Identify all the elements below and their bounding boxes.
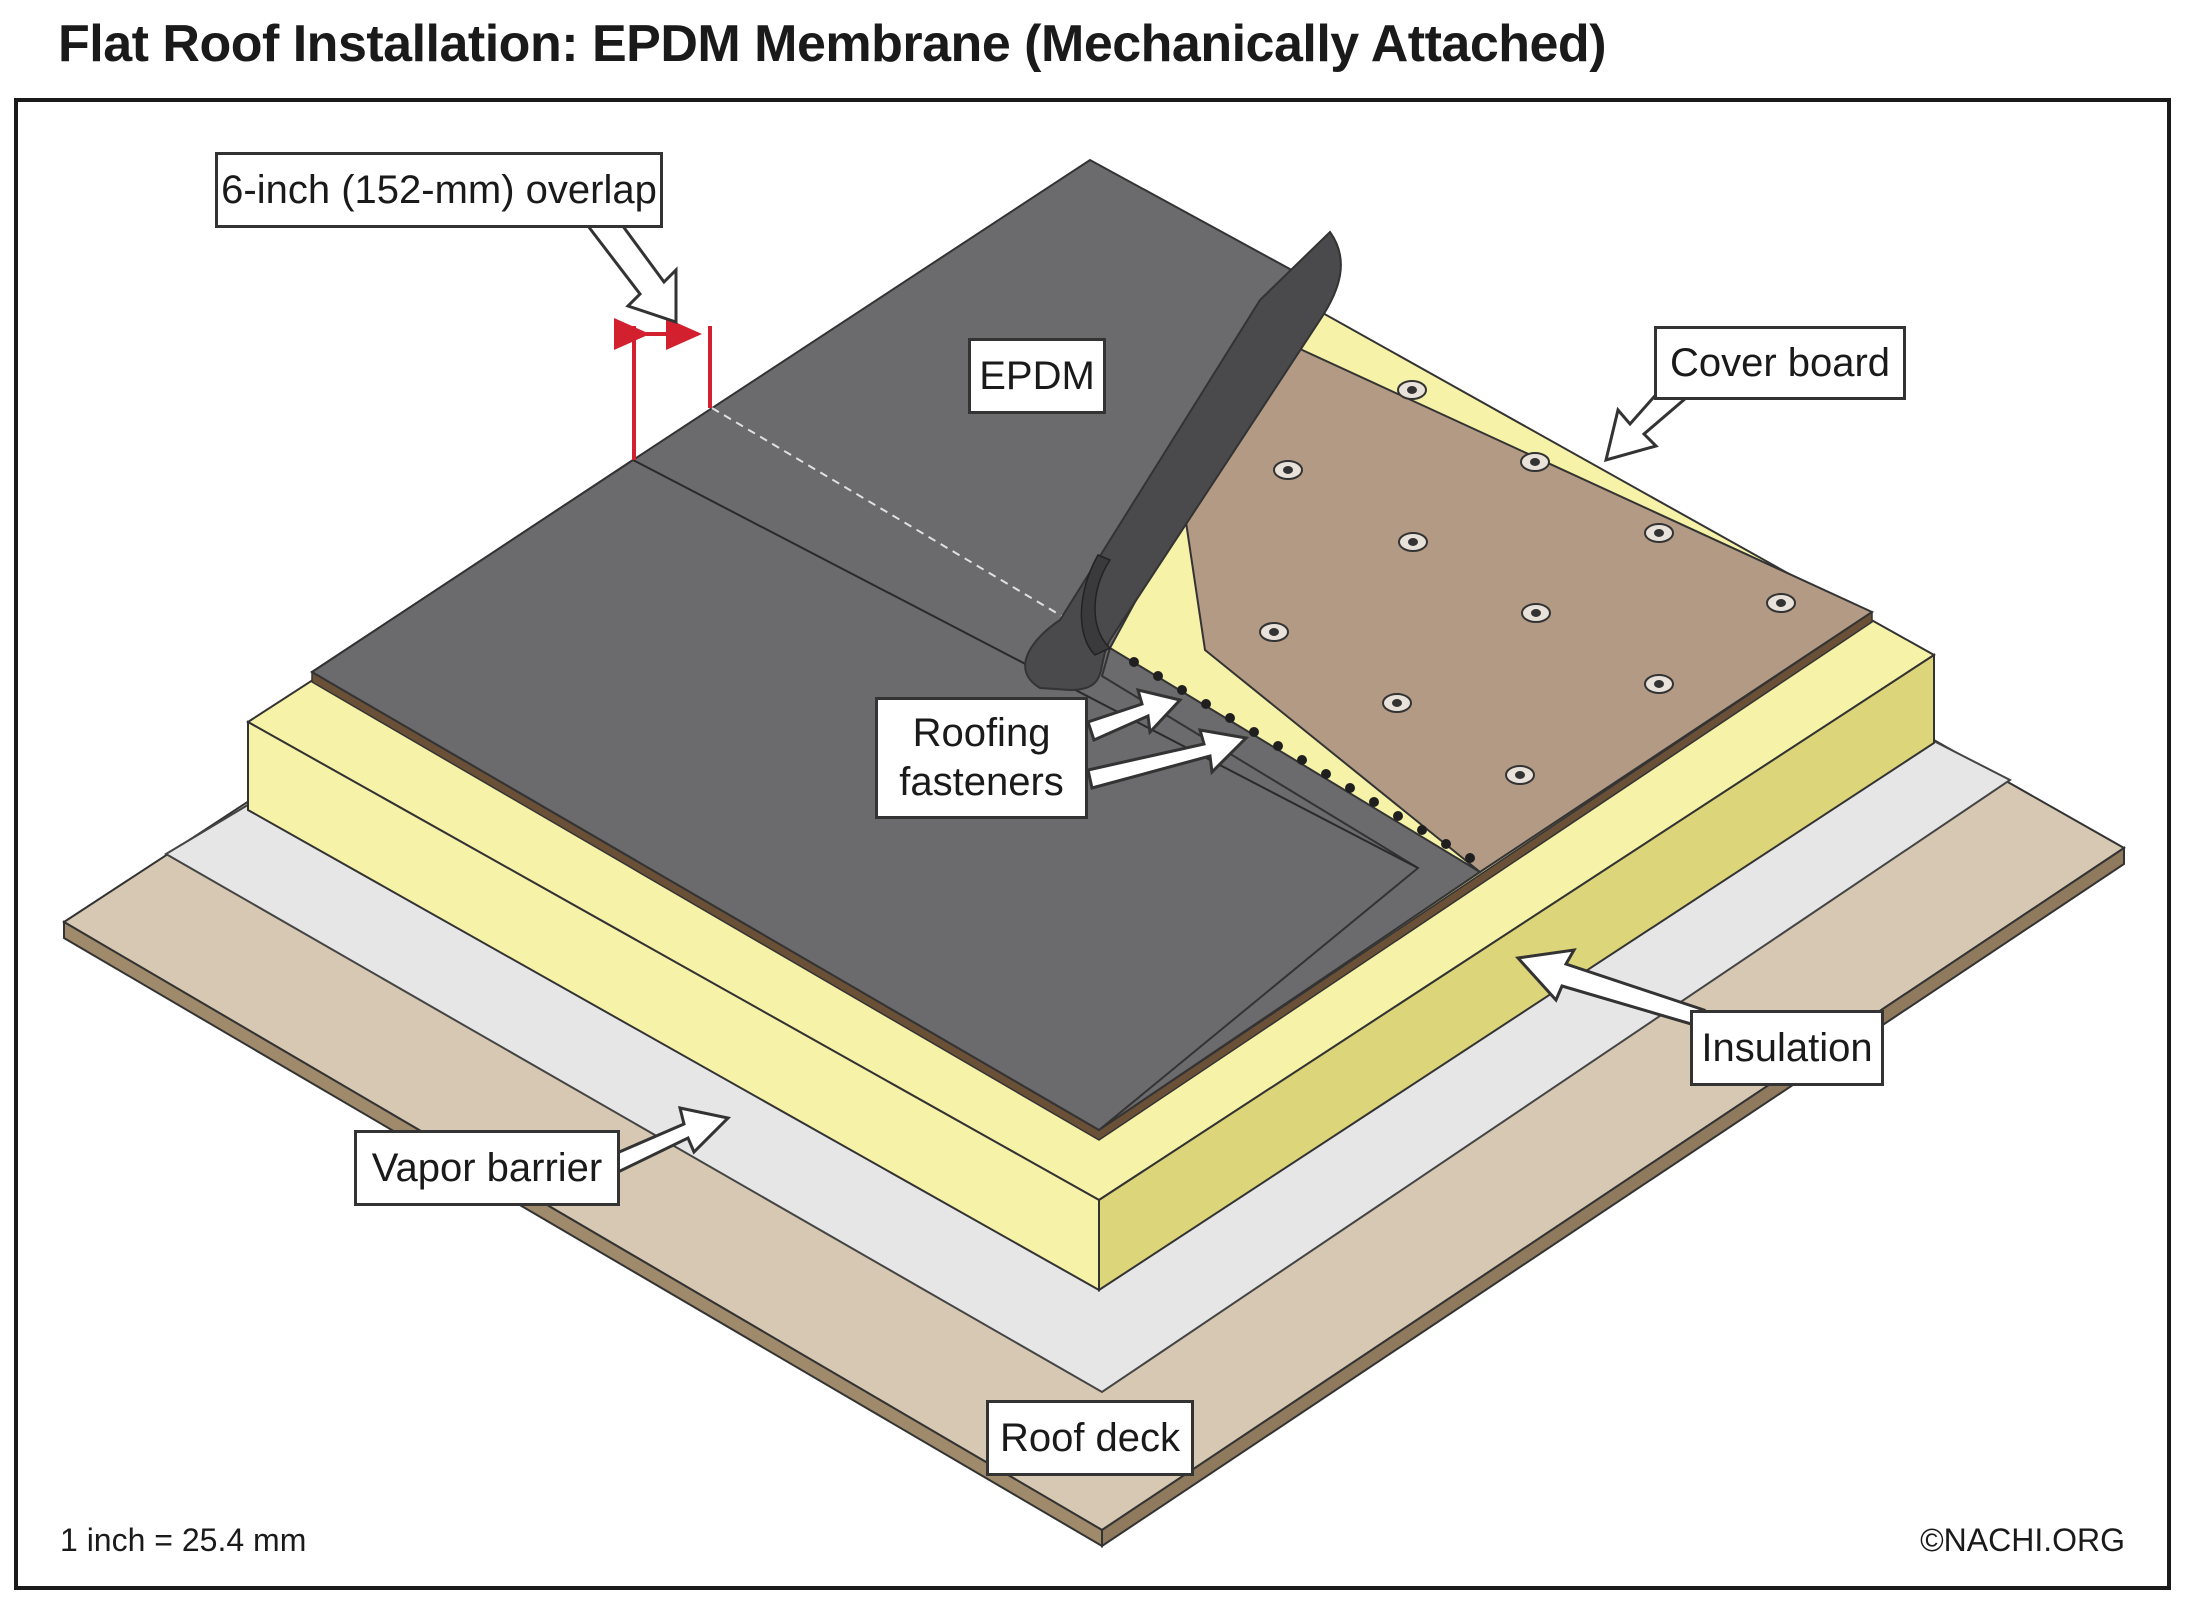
screw-center <box>1392 699 1402 707</box>
vapor-barrier-label: Vapor barrier <box>354 1130 620 1206</box>
fastener <box>1441 839 1451 849</box>
roofing-fasteners-row <box>1129 657 1475 863</box>
fastener <box>1153 671 1163 681</box>
screw-center <box>1283 466 1293 474</box>
page-title: Flat Roof Installation: EPDM Membrane (M… <box>58 15 1607 73</box>
fastener <box>1249 727 1259 737</box>
scale-note: 1 inch = 25.4 mm <box>60 1522 307 1558</box>
cover-board-label: Cover board <box>1654 326 1906 400</box>
fastener <box>1417 825 1427 835</box>
overlap-dimension <box>614 318 712 460</box>
epdm-roll-curl <box>1080 554 1112 656</box>
screw-center <box>1269 628 1279 636</box>
epdm-label: EPDM <box>968 338 1106 414</box>
screw-center <box>1654 529 1664 537</box>
copyright-text: ©NACHI.ORG <box>1920 1522 2125 1558</box>
fastener <box>1465 853 1475 863</box>
screw-center <box>1408 538 1418 546</box>
insulation-leader-arrow <box>1514 948 1706 1028</box>
diagram-frame <box>14 98 2171 1590</box>
screw-center <box>1530 458 1540 466</box>
roofing-fasteners-label-line1: Roofing <box>912 711 1051 756</box>
fastener <box>1273 741 1283 751</box>
screw-center <box>1531 609 1541 617</box>
epdm-overlap-dashed-line <box>711 407 1103 641</box>
fastener <box>1177 685 1187 695</box>
insulation-label: Insulation <box>1690 1010 1884 1086</box>
screw-center <box>1654 680 1664 688</box>
roof-deck-label: Roof deck <box>986 1400 1194 1476</box>
fastener-leader-arrow-lower <box>1086 728 1250 790</box>
epdm-peeled-edge <box>1024 230 1342 692</box>
fastener <box>1129 657 1139 667</box>
screw-center <box>1515 771 1525 779</box>
leader-arrows <box>585 212 1706 1174</box>
fastener <box>1225 713 1235 723</box>
roofing-fasteners-label-line2: fasteners <box>899 760 1064 804</box>
fastener <box>1297 755 1307 765</box>
vapor-barrier-leader-arrow <box>607 1106 732 1174</box>
fastener <box>1201 699 1211 709</box>
fastener <box>1369 797 1379 807</box>
insulation-right <box>1098 653 1935 1292</box>
overlap-leader-arrow <box>585 212 678 325</box>
screw-center <box>1407 386 1417 394</box>
fastener <box>1321 769 1331 779</box>
fastener <box>1345 783 1355 793</box>
screw-center <box>1776 599 1786 607</box>
overlap-label: 6-inch (152-mm) overlap <box>215 152 663 228</box>
fastener <box>1393 811 1403 821</box>
cover-board-screws <box>1259 380 1796 785</box>
roofing-fasteners-label: Roofing fasteners <box>875 697 1088 819</box>
fastener-leader-arrow-upper <box>1086 687 1183 743</box>
